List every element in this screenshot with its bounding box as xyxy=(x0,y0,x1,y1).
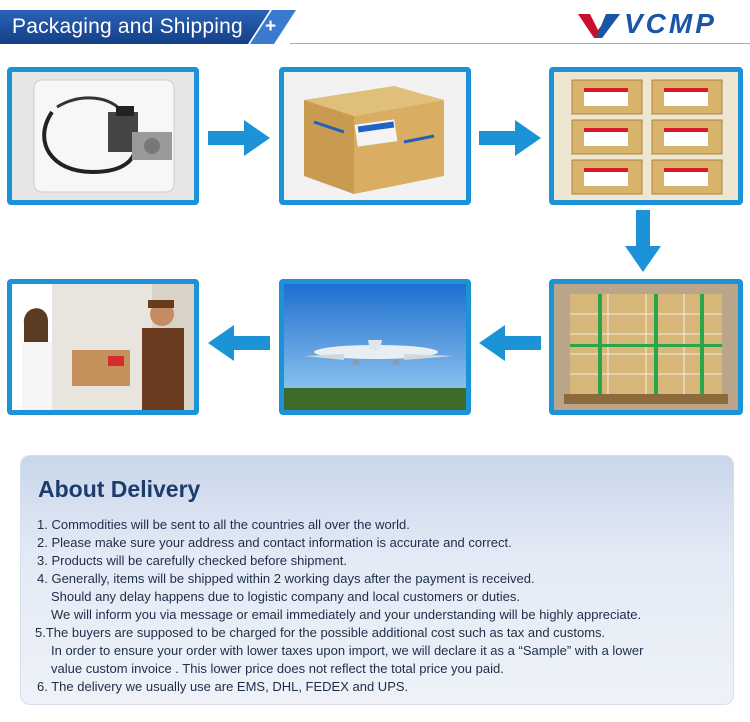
list-item: We will inform you via message or email … xyxy=(51,607,642,622)
delivery-list: 1. Commodities will be sent to all the c… xyxy=(35,516,727,696)
list-item: value custom invoice . This lower price … xyxy=(51,661,504,676)
cardboard-box-photo-icon xyxy=(284,72,466,200)
list-item: 5.The buyers are supposed to be charged … xyxy=(35,625,606,640)
brand-logo-text: VCMP xyxy=(624,8,717,39)
page-title: Packaging and Shipping xyxy=(12,15,243,38)
arrow-left-icon xyxy=(479,325,541,361)
list-item: Should any delay happens due to logistic… xyxy=(51,589,521,604)
airplane-photo-icon xyxy=(284,284,466,410)
list-item: 2. Please make sure your address and con… xyxy=(37,535,512,550)
brand-logo xyxy=(576,10,736,40)
plus-icon: + xyxy=(265,16,277,37)
step-photo-box xyxy=(279,67,471,205)
stacked-boxes-photo-icon xyxy=(554,72,738,200)
step-photo-courier xyxy=(7,279,199,415)
delivery-info-panel: About Delivery 1. Commodities will be se… xyxy=(20,455,734,705)
header-divider xyxy=(290,43,750,44)
list-item: In order to ensure your order with lower… xyxy=(51,643,644,658)
arrow-left-icon xyxy=(208,325,270,361)
list-item: 1. Commodities will be sent to all the c… xyxy=(37,517,410,532)
delivery-title: About Delivery xyxy=(38,476,201,502)
arrow-down-icon xyxy=(625,210,661,272)
pallet-photo-icon xyxy=(554,284,738,410)
motor-in-foam-photo-icon xyxy=(12,72,194,200)
arrow-right-icon xyxy=(208,120,270,156)
step-photo-stacked-boxes xyxy=(549,67,743,205)
section-header xyxy=(0,10,296,44)
arrow-right-icon xyxy=(479,120,541,156)
step-photo-motor xyxy=(7,67,199,205)
step-photo-pallet xyxy=(549,279,743,415)
list-item: 3. Products will be carefully checked be… xyxy=(37,553,347,568)
courier-delivery-photo-icon xyxy=(12,284,194,410)
header-banner-shape xyxy=(0,10,296,44)
step-photo-airplane xyxy=(279,279,471,415)
list-item: 6. The delivery we usually use are EMS, … xyxy=(37,679,409,694)
list-item: 4. Generally, items will be shipped with… xyxy=(37,571,535,586)
